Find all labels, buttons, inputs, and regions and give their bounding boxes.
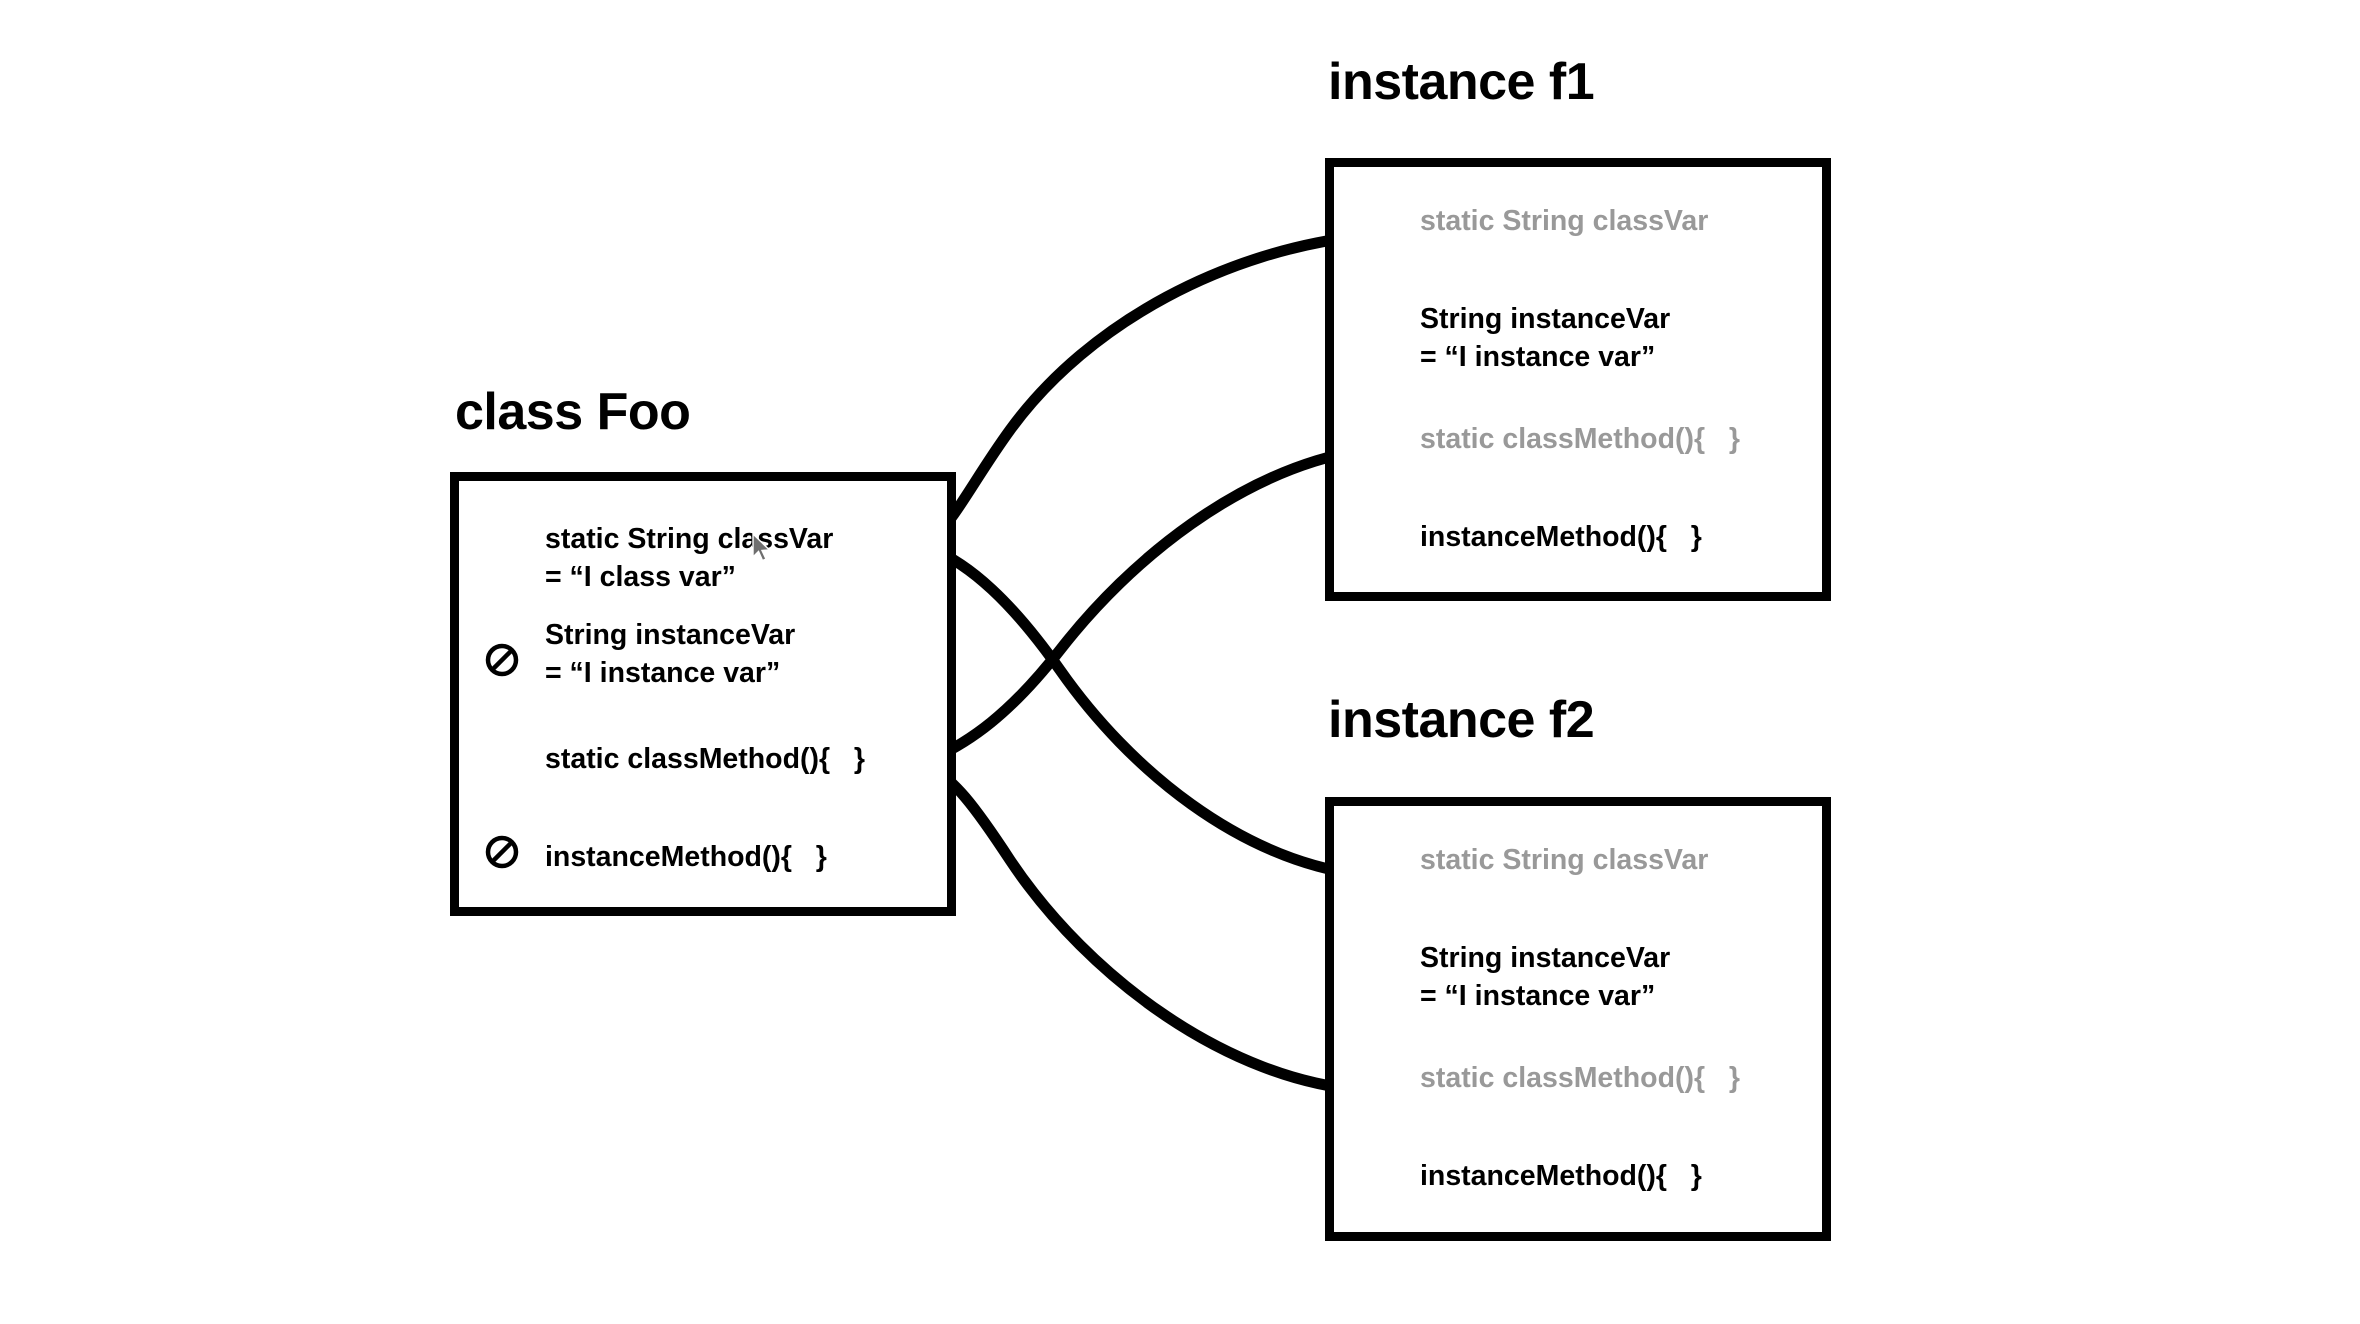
class-foo-box [450, 472, 956, 916]
class-foo-title: class Foo [455, 383, 691, 441]
class-foo-member-instance-field: String instanceVar = “I instance var” [545, 619, 796, 689]
instance-f1-box [1325, 158, 1831, 601]
instance-f2-member-instance-method: instanceMethod(){ } [1420, 1160, 1702, 1192]
instance-f2-box [1325, 797, 1831, 1241]
connector-f1-classmethod [924, 444, 1368, 766]
connector-f2-classmethod [924, 760, 1368, 1096]
instance-f2-member-static-method: static classMethod(){ } [1420, 1062, 1740, 1094]
connector-f1-classvar [924, 230, 1368, 548]
class-foo-member-static-method: static classMethod(){ } [545, 743, 865, 775]
instance-f2-member-static-field: static String classVar [1420, 844, 1709, 876]
mouse-pointer-icon [752, 533, 772, 562]
instance-f1-member-instance-field: String instanceVar = “I instance var” [1420, 303, 1671, 373]
instance-f1-member-static-field: static String classVar [1420, 205, 1709, 237]
instance-f2-title: instance f2 [1328, 691, 1595, 749]
class-foo-member-static-field: static String classVar = “I class var” [545, 523, 834, 593]
instance-f1-title: instance f1 [1328, 53, 1595, 111]
no-entry-icon [485, 835, 519, 869]
connector-f2-classvar [924, 542, 1368, 881]
no-entry-icon [485, 643, 519, 677]
instance-f1-member-static-method: static classMethod(){ } [1420, 423, 1740, 455]
instance-f1-member-instance-method: instanceMethod(){ } [1420, 521, 1702, 553]
instance-f2-member-instance-field: String instanceVar = “I instance var” [1420, 942, 1671, 1012]
class-foo-member-instance-method: instanceMethod(){ } [545, 841, 827, 873]
